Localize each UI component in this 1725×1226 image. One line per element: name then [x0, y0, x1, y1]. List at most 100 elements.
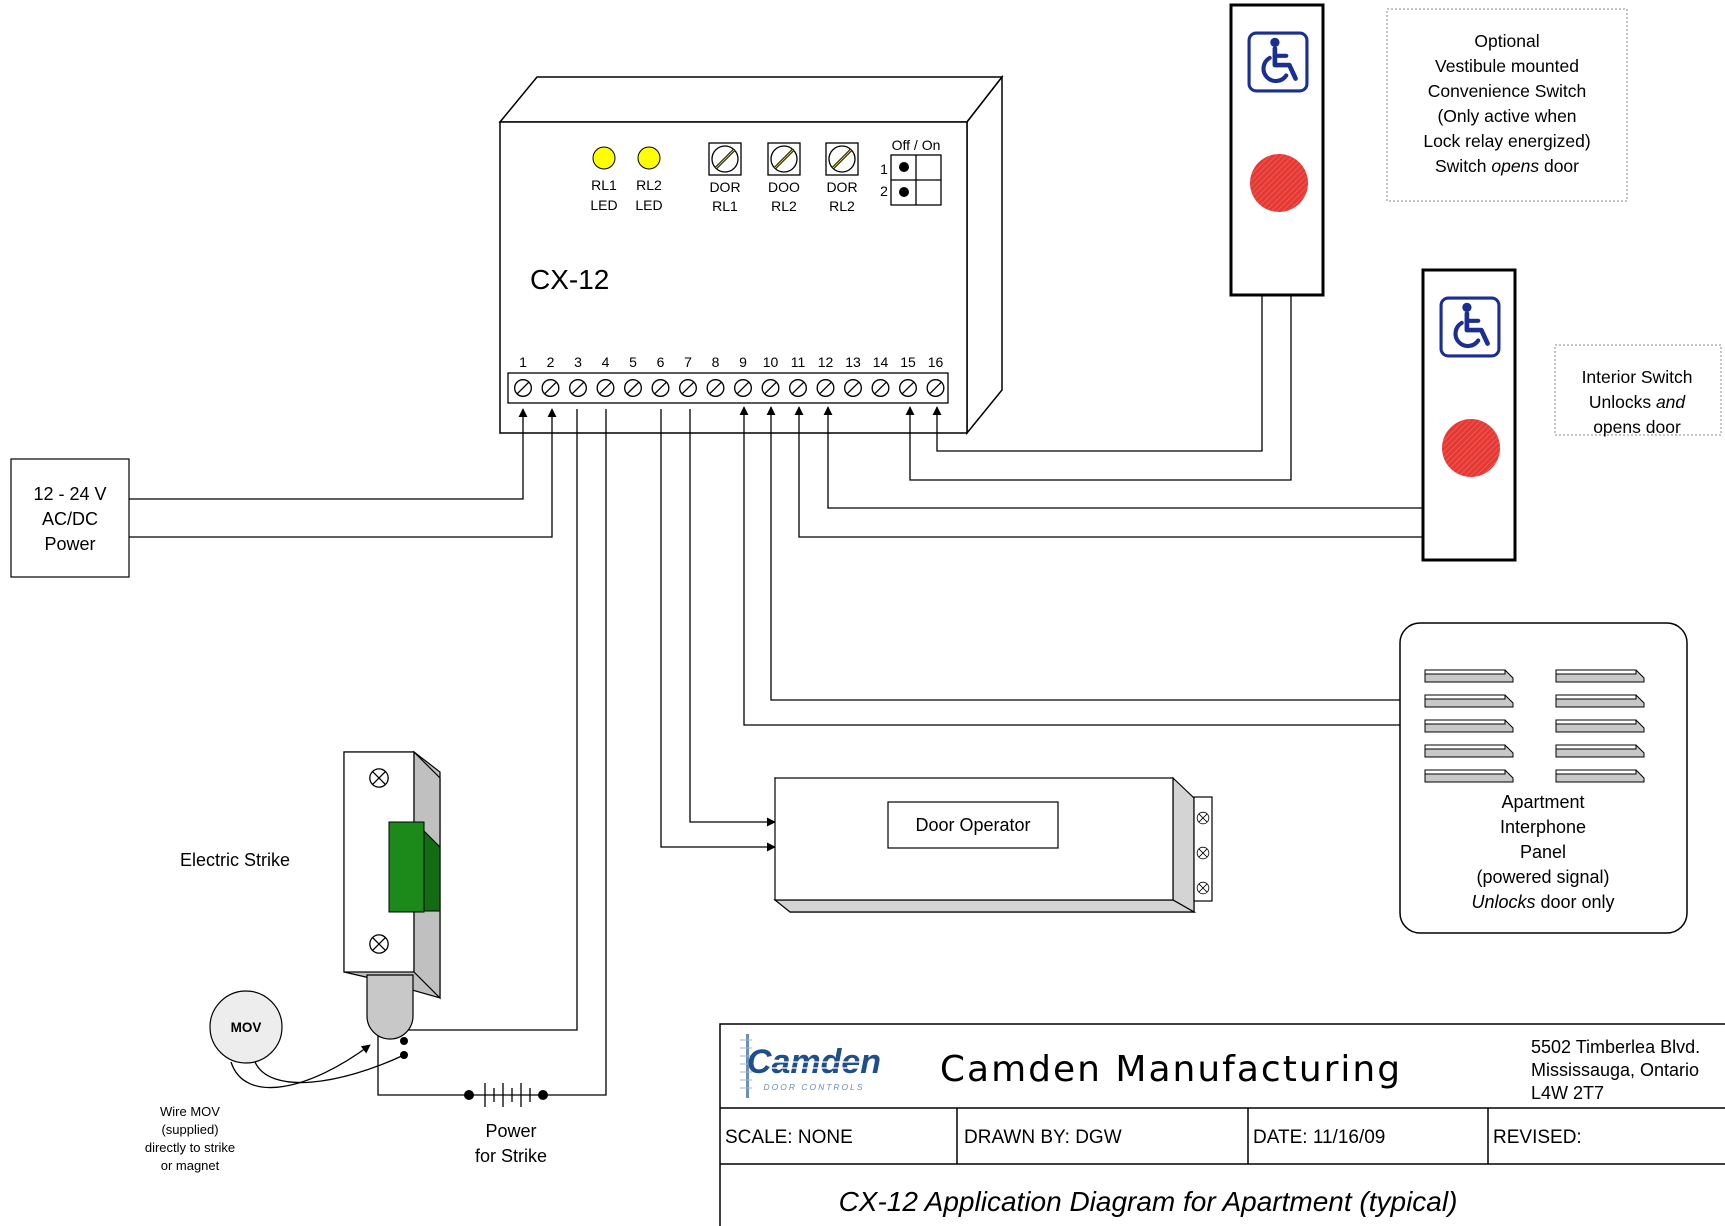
terminal-screw[interactable]	[871, 378, 890, 398]
terminal-screw[interactable]	[541, 378, 560, 398]
terminal-screw[interactable]	[734, 378, 752, 398]
terminal-screw[interactable]	[569, 378, 587, 398]
strike-power-label: for Strike	[475, 1146, 547, 1166]
terminal-screw[interactable]	[844, 378, 862, 398]
drawing-title: CX-12 Application Diagram for Apartment …	[839, 1186, 1458, 1217]
interphone-line: Panel	[1520, 842, 1566, 862]
potentiometer-doo-rl2[interactable]	[767, 142, 801, 176]
power-line-3: Power	[44, 534, 95, 554]
dip-header: Off / On	[892, 137, 941, 153]
red-push-button[interactable]	[1250, 154, 1308, 212]
terminal-screw[interactable]	[706, 378, 725, 398]
terminal-number: 7	[684, 354, 692, 370]
pot-label-top: DOR	[709, 179, 740, 195]
speaker-grille-slat-top	[1424, 769, 1506, 775]
electric-strike: Electric Strike	[180, 750, 441, 1040]
led-label-top: RL2	[636, 177, 662, 193]
camden-logo: Camden DOOR CONTROLS	[740, 1034, 881, 1098]
red-push-button[interactable]	[1442, 419, 1500, 477]
terminal-number: 8	[712, 354, 720, 370]
dip-row-label: 2	[880, 183, 888, 199]
note-emphasis: and	[1656, 392, 1686, 412]
mounting-screw-icon	[1196, 881, 1210, 895]
rl1-led	[592, 146, 616, 170]
terminal-screw[interactable]	[679, 378, 697, 398]
interphone-panel: Apartment Interphone Panel (powered sign…	[1399, 622, 1688, 934]
strike-power-label: Power	[485, 1121, 536, 1141]
speaker-grille-slat-top	[1555, 719, 1637, 725]
speaker-grille-slat-top	[1555, 694, 1637, 700]
terminal-number: 9	[739, 354, 747, 370]
terminal-number: 1	[519, 354, 527, 370]
wheelchair-icon	[1441, 298, 1499, 356]
wiring	[129, 295, 1423, 1096]
led-label-bottom: LED	[635, 197, 662, 213]
logo-subtitle: DOOR CONTROLS	[763, 1082, 864, 1092]
company-name: Camden Manufacturing	[940, 1049, 1402, 1090]
strike-label: Electric Strike	[180, 850, 290, 870]
speaker-grille-slat-top	[1424, 669, 1506, 675]
terminal-number: 12	[818, 354, 834, 370]
power-line-2: AC/DC	[42, 509, 98, 529]
vestibule-switch[interactable]	[1229, 3, 1325, 297]
door-operator-label: Door Operator	[915, 815, 1030, 835]
terminal-screw[interactable]	[624, 378, 642, 398]
cx12-controller: RL1 LED RL2 LED DOR RL1 DOO RL2 DOR RL2	[498, 74, 1004, 436]
power-line-1: 12 - 24 V	[33, 484, 106, 504]
terminal-number: 10	[763, 354, 779, 370]
address-line: 5502 Timberlea Blvd.	[1531, 1037, 1700, 1057]
battery-icon: Power for Strike	[464, 1083, 548, 1166]
dip-switch[interactable]: Off / On 1 2	[880, 137, 942, 206]
note-text: Unlocks	[1589, 392, 1656, 412]
terminal-screw[interactable]	[761, 378, 780, 398]
terminal-number: 14	[873, 354, 889, 370]
dip-row-label: 1	[880, 161, 888, 177]
speaker-grille-slat-top	[1555, 769, 1637, 775]
terminal-number: 11	[791, 354, 806, 370]
mounting-screw-icon	[1196, 846, 1210, 860]
mov-label: MOV	[231, 1020, 262, 1035]
terminal-screw[interactable]	[789, 378, 807, 398]
note-line: opens door	[1593, 417, 1681, 437]
pot-label-bottom: RL1	[712, 198, 738, 214]
terminal-number: 4	[602, 354, 610, 370]
note-emphasis: opens	[1491, 156, 1539, 176]
speaker-grille-slat-top	[1424, 694, 1506, 700]
terminal-number: 5	[629, 354, 637, 370]
wheelchair-icon	[1249, 33, 1307, 91]
terminal-number: 16	[928, 354, 944, 370]
speaker-grille-slat-top	[1424, 744, 1506, 750]
potentiometer-dor-rl2[interactable]	[825, 142, 859, 176]
mounting-screw-icon	[369, 768, 389, 788]
terminal-screw[interactable]	[926, 378, 945, 398]
address-line: Mississauga, Ontario	[1531, 1060, 1699, 1080]
address-line: L4W 2T7	[1531, 1083, 1604, 1103]
note-line: Interior Switch	[1582, 367, 1693, 387]
terminal-screw[interactable]	[899, 378, 917, 398]
scale-field: SCALE: NONE	[725, 1127, 853, 1148]
note-line: Vestibule mounted	[1435, 56, 1579, 76]
vestibule-note: Optional Vestibule mounted Convenience S…	[1386, 8, 1628, 202]
note-text: door	[1539, 156, 1579, 176]
speaker-grille-slat-top	[1424, 719, 1506, 725]
interior-switch[interactable]	[1421, 268, 1517, 562]
terminal-screw[interactable]	[514, 378, 532, 398]
speaker-grille-slat-top	[1555, 669, 1637, 675]
terminal-screw[interactable]	[816, 378, 835, 398]
interphone-line: (powered signal)	[1476, 867, 1609, 887]
note-text: Switch	[1435, 156, 1491, 176]
interphone-line: Interphone	[1500, 817, 1586, 837]
terminal-number: 2	[547, 354, 555, 370]
mounting-screw-icon	[369, 934, 389, 954]
terminal-screw[interactable]	[596, 378, 615, 398]
terminal-screw[interactable]	[651, 378, 670, 398]
interphone-text: door only	[1535, 892, 1614, 912]
drawn-by-field: DRAWN BY: DGW	[964, 1127, 1122, 1148]
revised-field: REVISED:	[1493, 1127, 1582, 1148]
terminal-number: 6	[657, 354, 665, 370]
potentiometer-dor-rl1[interactable]	[708, 142, 742, 176]
mounting-screw-icon	[1196, 811, 1210, 825]
controller-model: CX-12	[530, 264, 609, 295]
speaker-grille-slat-top	[1555, 744, 1637, 750]
